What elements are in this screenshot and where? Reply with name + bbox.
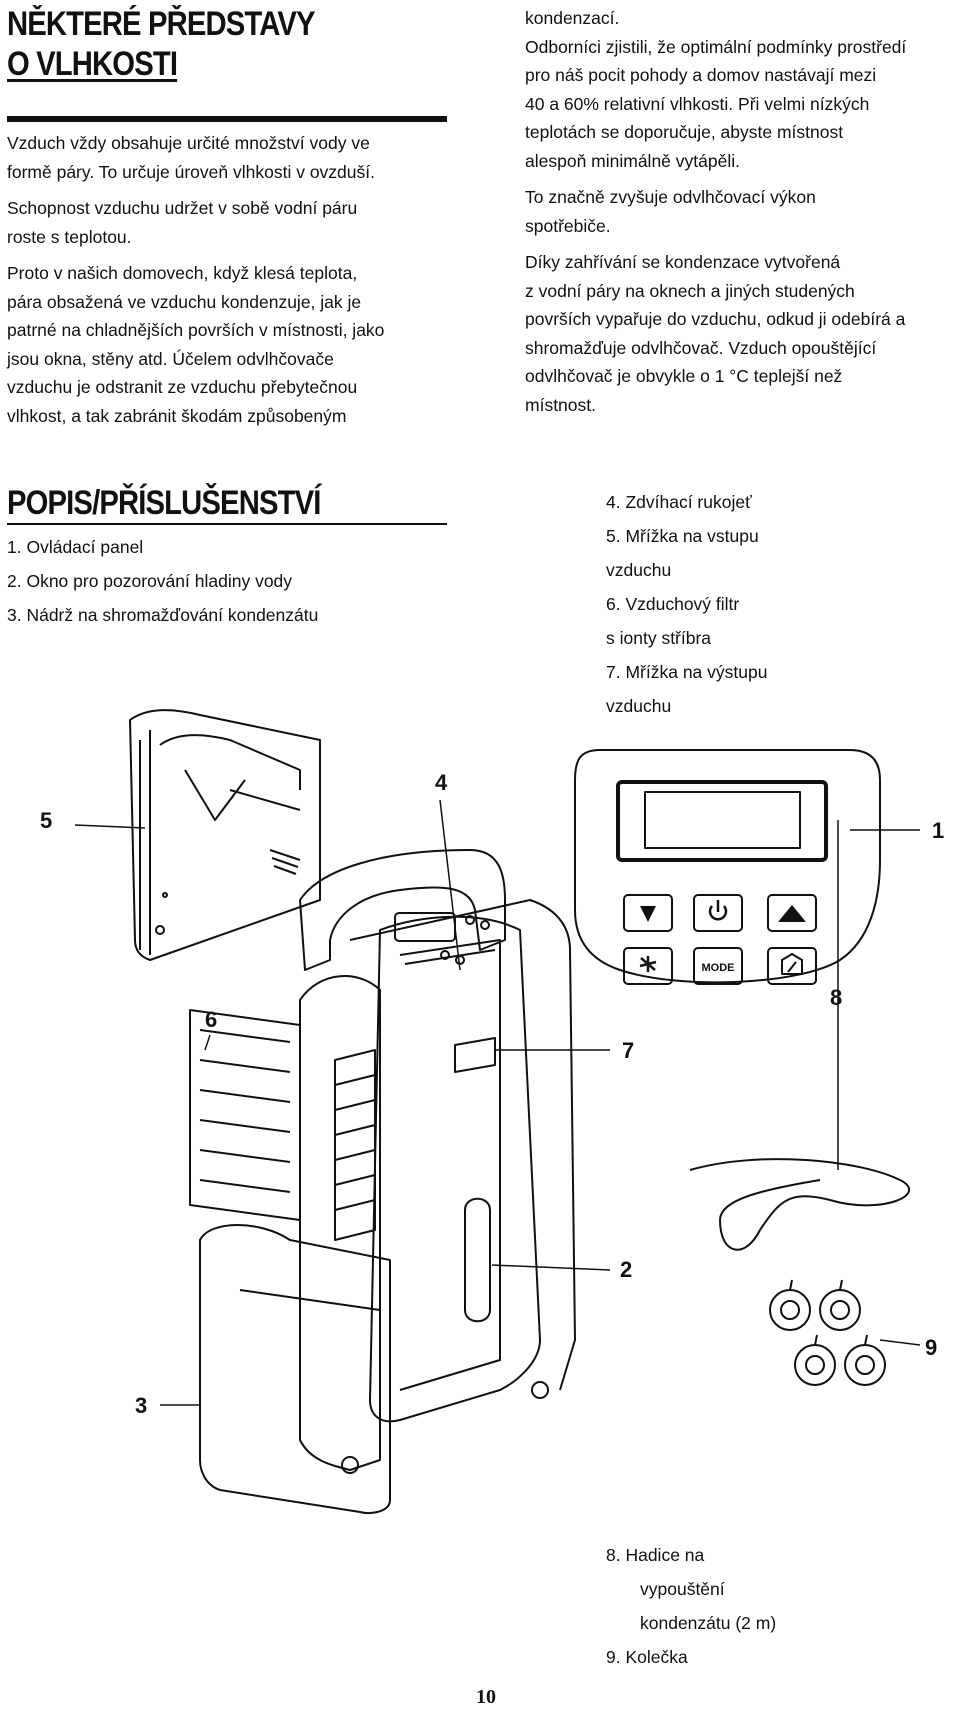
paragraph: To značně zvyšuje odvlhčovací výkon spot… bbox=[525, 183, 906, 240]
list-item-continued: vzduchu bbox=[606, 560, 672, 580]
warning-button bbox=[767, 894, 817, 932]
dehumidifier-body bbox=[189, 849, 576, 1515]
list-item-continued: vypouštění bbox=[640, 1579, 725, 1599]
intro-left-column: Vzduch vždy obsahuje určité množství vod… bbox=[7, 129, 384, 430]
page-number: 10 bbox=[476, 1686, 496, 1708]
text-line: 40 a 60% relativní vlhkosti. Při velmi n… bbox=[525, 93, 870, 114]
callout-4: 4 bbox=[435, 770, 448, 795]
list-item-continued: kondenzátu (2 m) bbox=[640, 1613, 777, 1633]
text-line: To značně zvyšuje odvlhčovací výkon bbox=[525, 187, 816, 207]
paragraph: Díky zahřívání se kondenzace vytvořená z… bbox=[525, 248, 906, 419]
wheels-drawing bbox=[769, 1279, 886, 1386]
callout-5: 5 bbox=[40, 808, 52, 833]
text-line: Díky zahřívání se kondenzace vytvořená bbox=[525, 252, 841, 272]
fan-speed-down-button bbox=[623, 894, 673, 932]
parts-list-bottom: 8. Hadice na vypouštění kondenzátu (2 m)… bbox=[606, 1538, 776, 1674]
heading-rule bbox=[7, 116, 447, 122]
list-item: 5. Mřížka na vstupu bbox=[606, 526, 759, 546]
warning-icon bbox=[778, 905, 806, 922]
paragraph: kondenzací. Odborníci zjistili, že optim… bbox=[525, 4, 906, 175]
text-line: z vodní páry na oknech a jiných studenýc… bbox=[525, 280, 855, 301]
humidity-button bbox=[767, 947, 817, 985]
intro-right-column: kondenzací. Odborníci zjistili, že optim… bbox=[525, 4, 906, 419]
list-item: 2. Okno pro pozorování hladiny vody bbox=[7, 571, 293, 591]
paragraph: Schopnost vzduchu udržet v sobě vodní pá… bbox=[7, 194, 384, 251]
text-line: Odborníci zjistili, že optimální podmínk… bbox=[525, 36, 907, 57]
list-item: 7. Mřížka na výstupu bbox=[606, 662, 768, 682]
fan-button bbox=[623, 947, 673, 985]
paragraph: Proto v našich domovech, když klesá tepl… bbox=[7, 259, 384, 430]
power-icon bbox=[708, 900, 728, 921]
fan-icon bbox=[639, 956, 657, 972]
list-item: 1. Ovládací panel bbox=[7, 537, 144, 557]
list-item: 9. Kolečka bbox=[606, 1647, 688, 1667]
text-line: Proto v našich domovech, když klesá tepl… bbox=[7, 263, 358, 283]
text-line: vzduchu je odstranit ze vzduchu přebyteč… bbox=[7, 377, 358, 397]
list-item: 3. Nádrž na shromažďování kondenzátu bbox=[7, 605, 319, 625]
text-line: kondenzací. bbox=[525, 8, 620, 28]
callout-2: 2 bbox=[620, 1257, 632, 1282]
callout-7: 7 bbox=[622, 1038, 634, 1063]
paragraph: Vzduch vždy obsahuje určité množství vod… bbox=[7, 129, 384, 186]
text-line: jsou okna, stěny atd. Účelem odvlhčovače bbox=[7, 348, 334, 369]
text-line: pára obsažená ve vzduchu kondenzuje, jak… bbox=[7, 291, 362, 312]
mode-icon: MODE bbox=[702, 962, 735, 974]
text-line: površích vypařuje do vzduchu, odkud ji o… bbox=[525, 309, 906, 329]
callout-leader-lines bbox=[74, 799, 921, 1406]
parts-list-left: 1. Ovládací panel 2. Okno pro pozorování… bbox=[7, 530, 318, 632]
fan-speed-down-icon bbox=[640, 906, 656, 922]
text-line: alespoň minimálně vytápěli. bbox=[525, 150, 740, 171]
dehumidifier-diagram: MODE bbox=[40, 709, 944, 1515]
callout-8: 8 bbox=[830, 985, 842, 1010]
text-line: shromažďuje odvlhčovač. Vzduch opouštějí… bbox=[525, 337, 877, 358]
text-line: pro náš pocit pohody a domov nastávají m… bbox=[525, 65, 877, 85]
parts-title-text: POPIS/PŘÍSLUŠENSTVÍ bbox=[7, 484, 321, 522]
list-item: 6. Vzduchový filtr bbox=[606, 594, 740, 614]
section-title-parts: POPIS/PŘÍSLUŠENSTVÍ bbox=[7, 483, 321, 523]
mode-button bbox=[693, 947, 743, 985]
list-item-continued: vzduchu bbox=[606, 696, 672, 716]
text-line: roste s teplotou. bbox=[7, 226, 132, 247]
title-line-1: NĚKTERÉ PŘEDSTAVY bbox=[7, 5, 315, 43]
text-line: formě páry. To určuje úroveň vlhkosti v … bbox=[7, 161, 375, 182]
parts-rule bbox=[7, 523, 447, 525]
text-line: patrné na chladnějších površích v místno… bbox=[7, 320, 385, 340]
callout-3: 3 bbox=[135, 1393, 147, 1418]
intake-grille-inset bbox=[129, 709, 321, 961]
text-line: Vzduch vždy obsahuje určité množství vod… bbox=[7, 133, 370, 153]
text-line: odvlhčovač je obvykle o 1 °C teplejší ne… bbox=[525, 366, 843, 386]
humidity-icon bbox=[781, 953, 803, 975]
power-button bbox=[693, 894, 743, 932]
list-item: 4. Zdvíhací rukojeť bbox=[606, 492, 752, 512]
list-item: 8. Hadice na bbox=[606, 1545, 705, 1565]
text-line: místnost. bbox=[525, 394, 596, 415]
title-line-2: O VLHKOSTI bbox=[7, 45, 178, 83]
text-line: teplotách se doporučuje, abyste místnost bbox=[525, 122, 844, 142]
section-title-humidity: NĚKTERÉ PŘEDSTAVY O VLHKOSTI bbox=[7, 4, 315, 84]
callout-6: 6 bbox=[205, 1007, 217, 1032]
list-item-continued: s ionty stříbra bbox=[606, 628, 712, 648]
control-panel-inset bbox=[574, 749, 881, 985]
callout-1: 1 bbox=[932, 818, 944, 843]
drain-hose-drawing bbox=[689, 1158, 910, 1251]
text-line: Schopnost vzduchu udržet v sobě vodní pá… bbox=[7, 198, 358, 218]
text-line: spotřebiče. bbox=[525, 215, 611, 236]
text-line: vlhkost, a tak zabránit škodám způsobený… bbox=[7, 405, 347, 426]
callout-9: 9 bbox=[925, 1335, 937, 1360]
parts-list-right: 4. Zdvíhací rukojeť 5. Mřížka na vstupu … bbox=[606, 485, 767, 723]
